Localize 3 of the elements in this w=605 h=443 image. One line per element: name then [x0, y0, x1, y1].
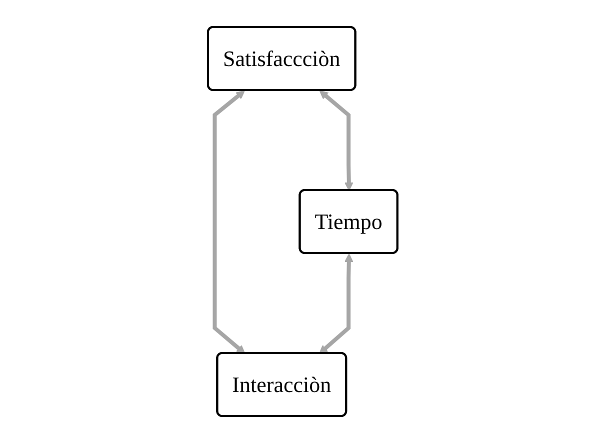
arrow: [319, 90, 354, 191]
arrow: [212, 90, 246, 354]
arrow: [318, 254, 354, 354]
